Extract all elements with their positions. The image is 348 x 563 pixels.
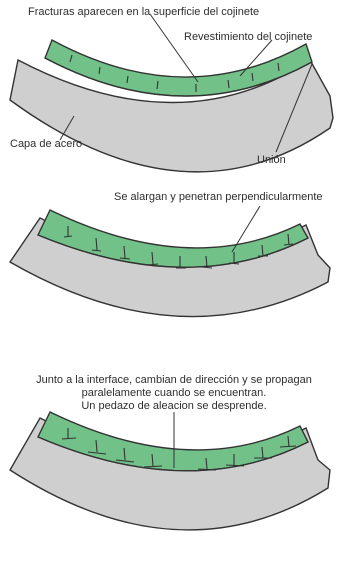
- caption-line-1: Junto a la interface, cambian de direcci…: [36, 374, 312, 386]
- penetrating-cracks: [63, 226, 294, 269]
- label-union: Unión: [257, 154, 286, 166]
- label-se-alargan: Se alargan y penetran perpendicularmente: [114, 191, 323, 203]
- steel-layer: [9, 58, 334, 173]
- surface-cracks: [69, 54, 280, 92]
- leader-line: [231, 205, 261, 253]
- caption-line-2: paralelamente cuando se encuentran.: [81, 387, 267, 399]
- label-capa-de-acero: Capa de acero: [10, 138, 83, 150]
- interface-line: [37, 436, 309, 472]
- interface-line: [37, 234, 309, 268]
- leader-lines: [59, 13, 313, 153]
- propagated-cracks: [61, 428, 297, 471]
- bearing-section-3: [9, 411, 331, 531]
- label-revestimiento: Revestimiento del cojinete: [184, 31, 313, 43]
- label-fracturas: Fracturas aparecen en la superficie del …: [28, 6, 260, 18]
- interface-line: [44, 57, 313, 97]
- bearing-section-2: [8, 205, 331, 318]
- caption-line-3: Un pedazo de aleacion se desprende.: [81, 400, 267, 412]
- bearing-section-1: [9, 13, 334, 173]
- panel3-caption: Junto a la interface, cambian de direcci…: [0, 374, 348, 413]
